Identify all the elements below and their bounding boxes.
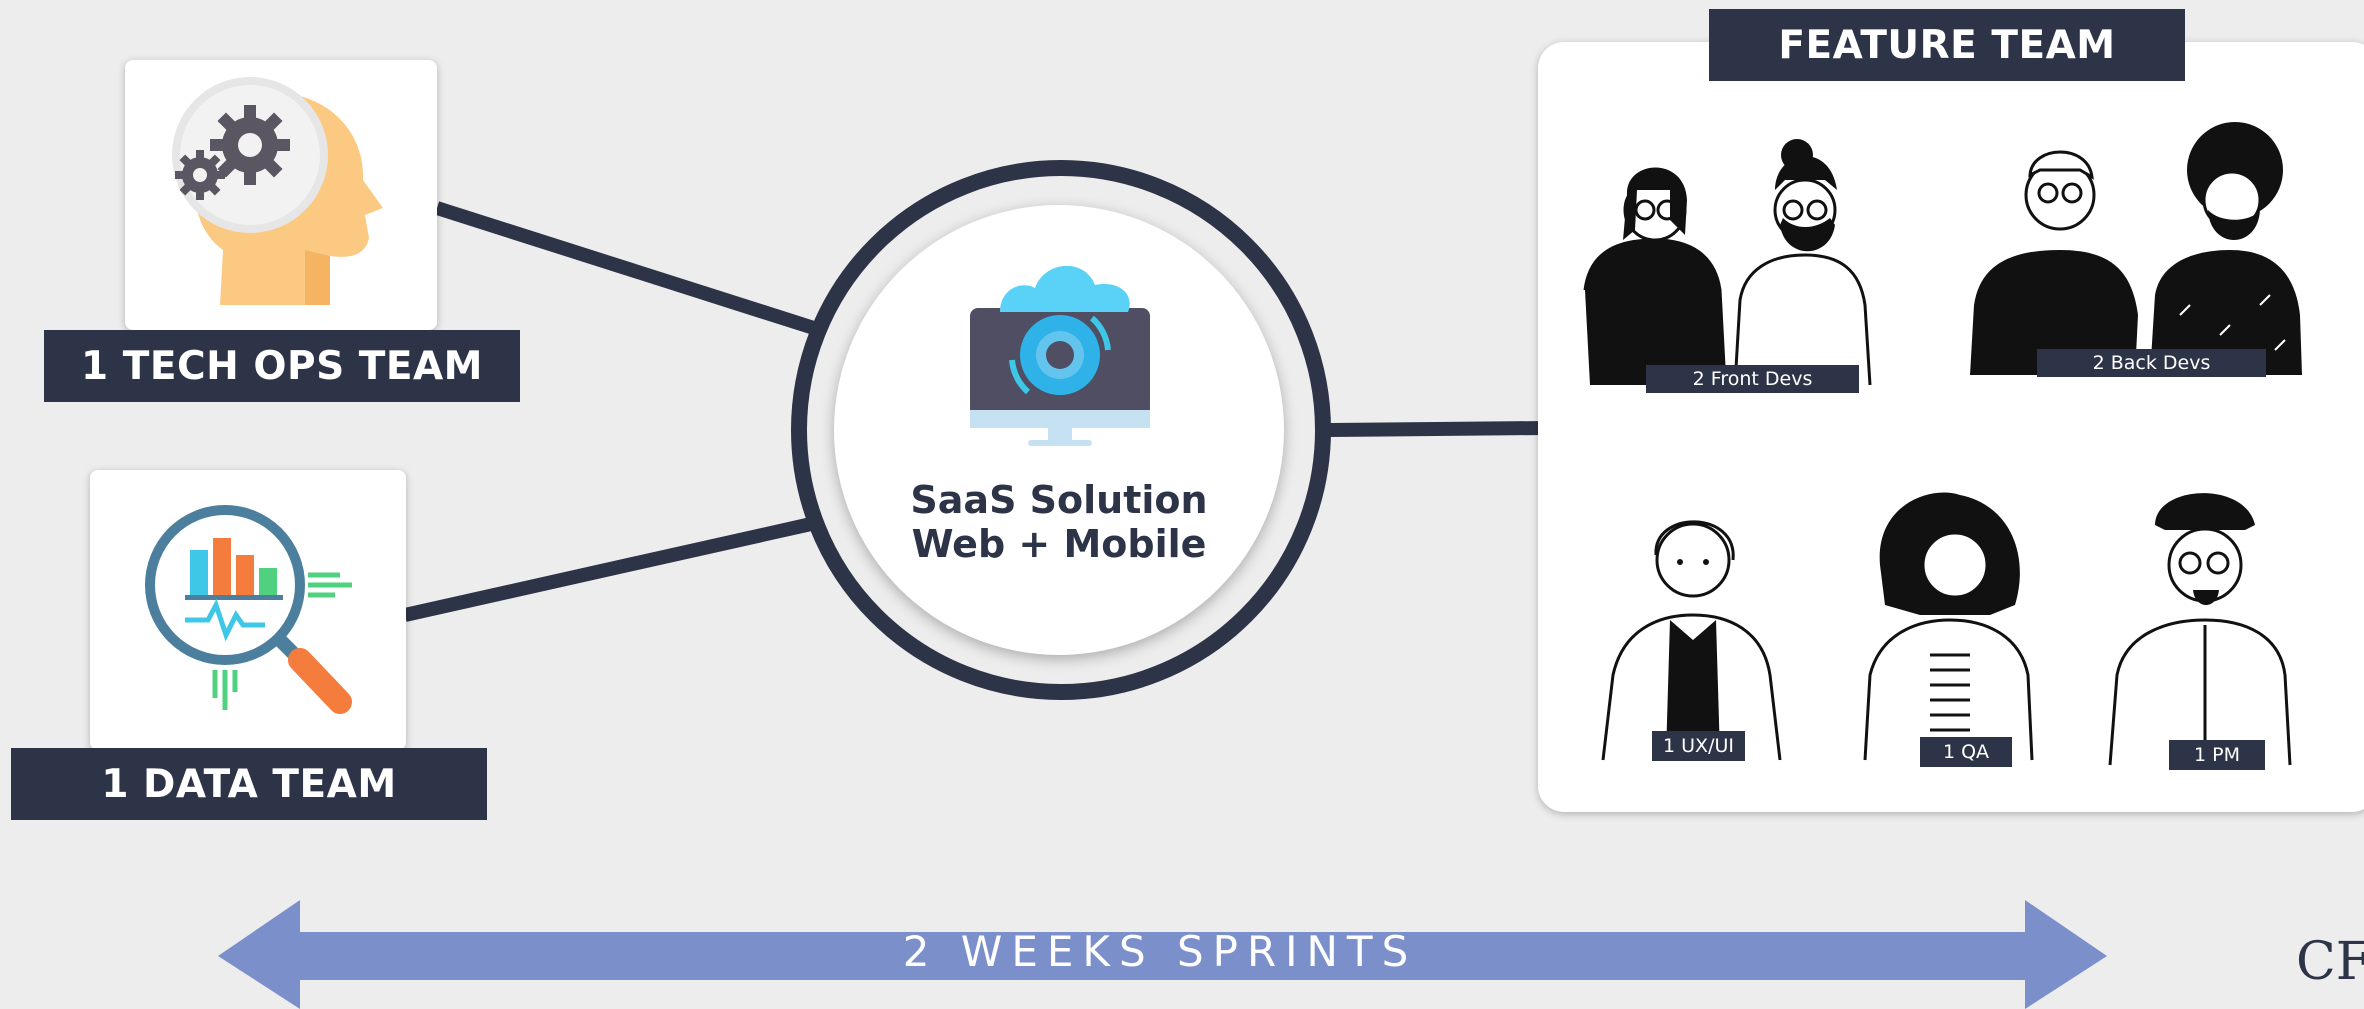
cloud-monitor-icon (970, 265, 1150, 446)
tech-ops-card (125, 60, 437, 330)
center-line1: SaaS Solution (910, 478, 1208, 522)
back-devs-chip: 2 Back Devs (2037, 349, 2266, 377)
back-devs-illustration (1970, 122, 2302, 375)
head-gears-icon (172, 77, 383, 305)
center-title: SaaS Solution Web + Mobile (834, 478, 1284, 566)
tech-ops-label: 1 TECH OPS TEAM (44, 330, 520, 402)
cft-logo: CFT (2290, 910, 2364, 1009)
sprint-label: 2 WEEKS SPRINTS (902, 927, 1418, 976)
data-team-card (90, 470, 406, 750)
qa-illustration (1863, 492, 2034, 761)
logo-text: CFT (2296, 932, 2364, 992)
data-analytics-icon (145, 505, 352, 714)
sprint-arrow (218, 900, 2107, 1009)
pm-chip: 1 PM (2169, 740, 2265, 770)
data-team-label: 1 DATA TEAM (11, 748, 487, 820)
pm-illustration (2108, 493, 2292, 766)
qa-chip: 1 QA (1920, 737, 2012, 767)
front-devs-chip: 2 Front Devs (1646, 365, 1859, 393)
front-devs-illustration (1583, 139, 1872, 386)
feature-team-title: FEATURE TEAM (1709, 9, 2185, 81)
center-line2: Web + Mobile (911, 522, 1207, 566)
ux-ui-chip: 1 UX/UI (1652, 731, 1745, 761)
ux-ui-illustration (1601, 520, 1782, 761)
